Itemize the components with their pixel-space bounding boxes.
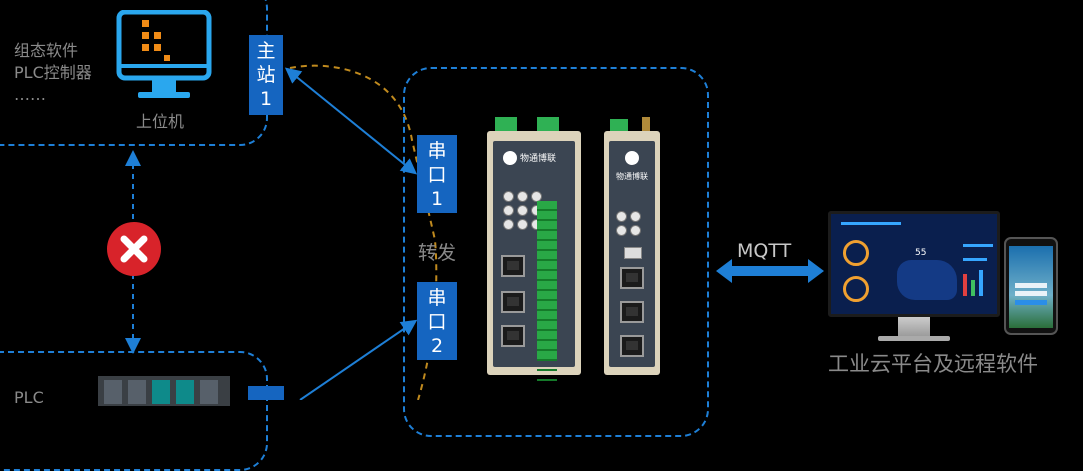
- plc-hardware: [98, 376, 230, 406]
- serial2-char-1: 串: [427, 287, 447, 309]
- plc-side-label: [248, 386, 284, 400]
- upper-line-1: 组态软件: [14, 41, 79, 60]
- upper-line-3: ……: [14, 85, 46, 104]
- lan-port: [501, 291, 525, 313]
- terminal-block: [537, 201, 557, 381]
- cloud-monitor: 55: [828, 211, 1000, 317]
- upper-computer-caption: 上位机: [136, 112, 185, 131]
- monitor-base: [878, 336, 950, 341]
- lan-port: [620, 267, 644, 289]
- mqtt-label: MQTT: [737, 240, 792, 262]
- map-region: [897, 260, 957, 300]
- serial1-char-2: 口: [427, 164, 447, 186]
- lan-port: [620, 301, 644, 323]
- master-char-3: 1: [259, 88, 273, 110]
- cloud-phone: [1004, 237, 1058, 335]
- device-brand-large: 物通博联: [520, 154, 557, 164]
- cloud-caption: 工业云平台及远程软件: [828, 352, 1038, 376]
- gateway-device-large: 物通博联: [487, 117, 581, 381]
- brand-logo-icon: [625, 151, 639, 165]
- monitor-icon: [116, 10, 212, 98]
- device-brand-small: 物通博联: [616, 172, 648, 181]
- antenna-connector: [642, 117, 650, 131]
- serial1-char-1: 串: [427, 140, 447, 162]
- gateway-device-small: 物通博联: [604, 117, 660, 375]
- gauge-icon: [843, 240, 869, 266]
- arrow-master-to-serial1: [284, 67, 418, 175]
- monitor-stand: [898, 317, 930, 337]
- plc-box: [0, 351, 268, 471]
- lan-port: [620, 335, 644, 357]
- serial2-char-2: 口: [427, 311, 447, 333]
- serial2-char-3: 2: [430, 335, 444, 357]
- master-char-2: 站: [256, 64, 276, 86]
- disconnected-icon: [107, 222, 161, 276]
- lan-port: [501, 325, 525, 347]
- arrow-to-serial2: [299, 319, 418, 400]
- serial-port-1-label: 串 口 1: [417, 135, 457, 213]
- usb-port: [624, 247, 642, 259]
- master-char-1: 主: [256, 40, 276, 62]
- serial-port-2-label: 串 口 2: [417, 282, 457, 360]
- screen-number: 55: [915, 248, 927, 258]
- brand-logo-icon: [503, 151, 517, 165]
- upper-computer-text: 组态软件 PLC控制器 ……: [14, 40, 92, 106]
- gauge-icon: [843, 276, 869, 302]
- forward-label: 转发: [418, 242, 457, 264]
- lan-port: [501, 255, 525, 277]
- serial1-char-3: 1: [430, 188, 444, 210]
- master-station-label: 主 站 1: [249, 35, 283, 115]
- plc-label: PLC: [14, 388, 44, 407]
- upper-line-2: PLC控制器: [14, 63, 92, 82]
- mqtt-double-arrow: [716, 259, 824, 283]
